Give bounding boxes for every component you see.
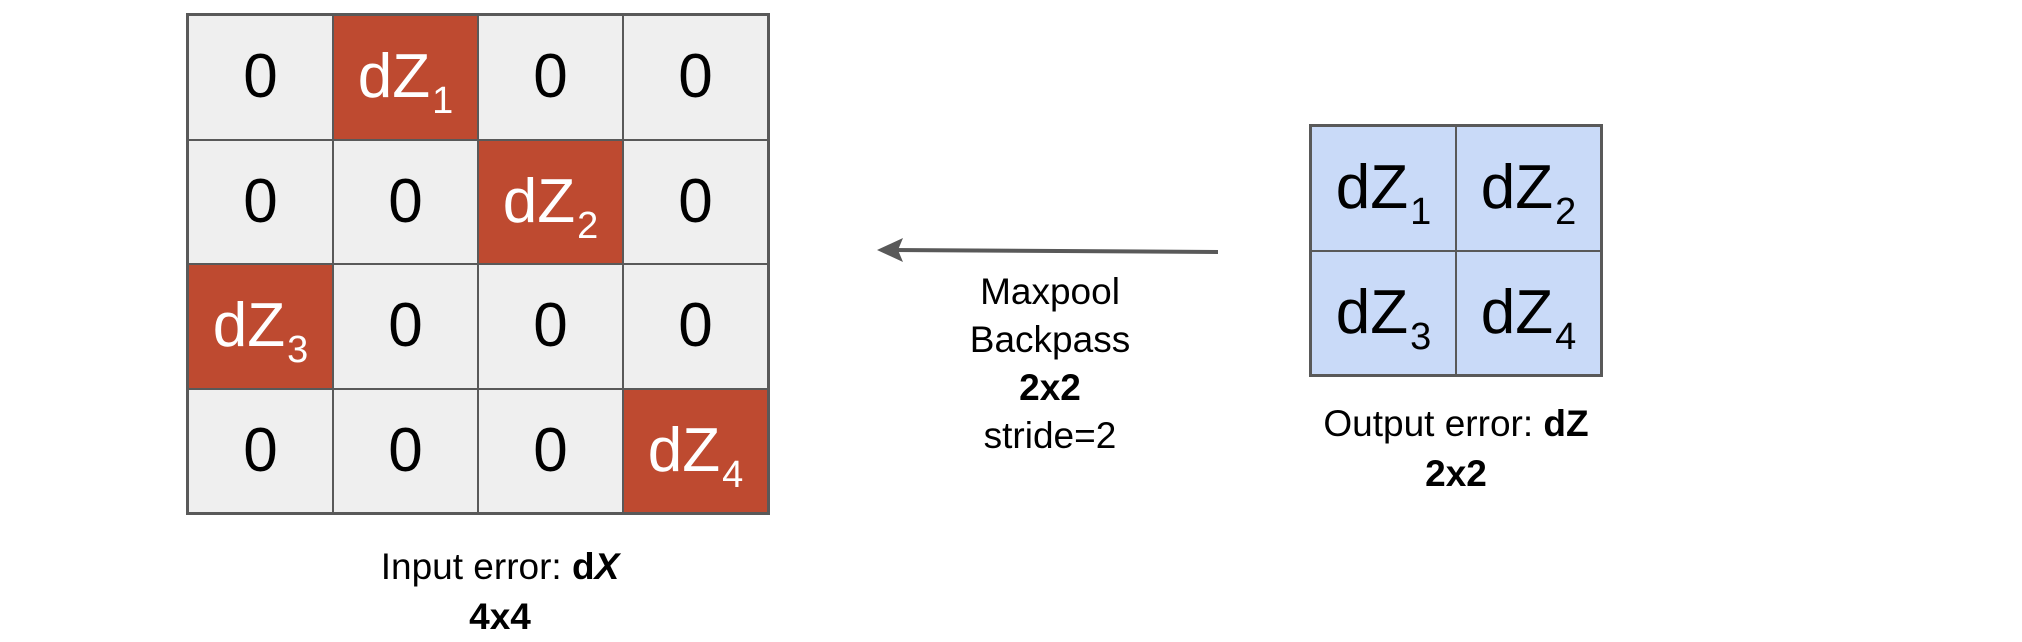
in-cell-r3c3: 0 bbox=[478, 264, 623, 389]
cell-subscript: 4 bbox=[722, 453, 744, 496]
cell-value: 0 bbox=[243, 415, 278, 485]
input-error-caption: Input error: dX 4x4 bbox=[300, 542, 700, 642]
output-caption-size: 2x2 bbox=[1425, 453, 1487, 494]
in-cell-r2c4: 0 bbox=[623, 139, 768, 264]
in-cell-r1c1: 0 bbox=[188, 15, 333, 140]
cell-subscript: 4 bbox=[1555, 315, 1577, 358]
cell-value: 0 bbox=[388, 166, 423, 236]
cell-subscript: 2 bbox=[1555, 191, 1577, 234]
cell-value: 0 bbox=[388, 291, 423, 361]
input-caption-size: 4x4 bbox=[469, 596, 531, 637]
cell-value: 0 bbox=[388, 415, 423, 485]
operation-line1: Maxpool bbox=[980, 271, 1120, 312]
in-cell-r2c2: 0 bbox=[333, 139, 478, 264]
cell-value: dZ bbox=[1335, 277, 1409, 347]
cell-value: 0 bbox=[533, 291, 568, 361]
arrow-head-icon bbox=[877, 238, 903, 262]
cell-value: 0 bbox=[533, 42, 568, 112]
cell-value: 0 bbox=[678, 42, 713, 112]
operation-stride: stride=2 bbox=[983, 415, 1117, 456]
operation-label: Maxpool Backpass 2x2 stride=2 bbox=[910, 268, 1190, 460]
input-caption-var: X bbox=[594, 546, 620, 587]
cell-value: 0 bbox=[243, 42, 278, 112]
cell-subscript: 3 bbox=[287, 329, 309, 372]
cell-value: 0 bbox=[678, 166, 713, 236]
in-cell-r4c1: 0 bbox=[188, 388, 333, 513]
cell-value: dZ bbox=[1480, 153, 1554, 223]
arrow-shaft bbox=[891, 248, 1219, 254]
in-cell-r1c3: 0 bbox=[478, 15, 623, 140]
in-cell-r1c4: 0 bbox=[623, 15, 768, 140]
output-caption-prefix: Output error: bbox=[1323, 403, 1544, 444]
cell-value: dZ bbox=[502, 166, 576, 236]
cell-value: 0 bbox=[533, 415, 568, 485]
operation-line2: Backpass bbox=[969, 319, 1131, 360]
in-cell-r3c2: 0 bbox=[333, 264, 478, 389]
cell-value: dZ bbox=[1335, 153, 1409, 223]
cell-value: dZ bbox=[212, 291, 286, 361]
input-caption-prefix: Input error: bbox=[380, 546, 572, 587]
cell-subscript: 1 bbox=[432, 80, 454, 123]
in-cell-r3c4: 0 bbox=[623, 264, 768, 389]
in-cell-r2c1: 0 bbox=[188, 139, 333, 264]
cell-value: 0 bbox=[243, 166, 278, 236]
cell-value: dZ bbox=[1480, 277, 1554, 347]
cell-value: dZ bbox=[647, 415, 721, 485]
output-error-caption: Output error: dZ 2x2 bbox=[1256, 399, 1656, 499]
cell-value: 0 bbox=[678, 291, 713, 361]
output-caption-var: dZ bbox=[1543, 403, 1589, 444]
in-cell-r4c3: 0 bbox=[478, 388, 623, 513]
cell-subscript: 1 bbox=[1410, 191, 1432, 234]
operation-size: 2x2 bbox=[1019, 367, 1081, 408]
cell-subscript: 3 bbox=[1410, 315, 1432, 358]
cell-subscript: 2 bbox=[577, 204, 599, 247]
cell-value: dZ bbox=[357, 42, 431, 112]
input-caption-var-d: d bbox=[571, 546, 595, 587]
in-cell-r4c2: 0 bbox=[333, 388, 478, 513]
